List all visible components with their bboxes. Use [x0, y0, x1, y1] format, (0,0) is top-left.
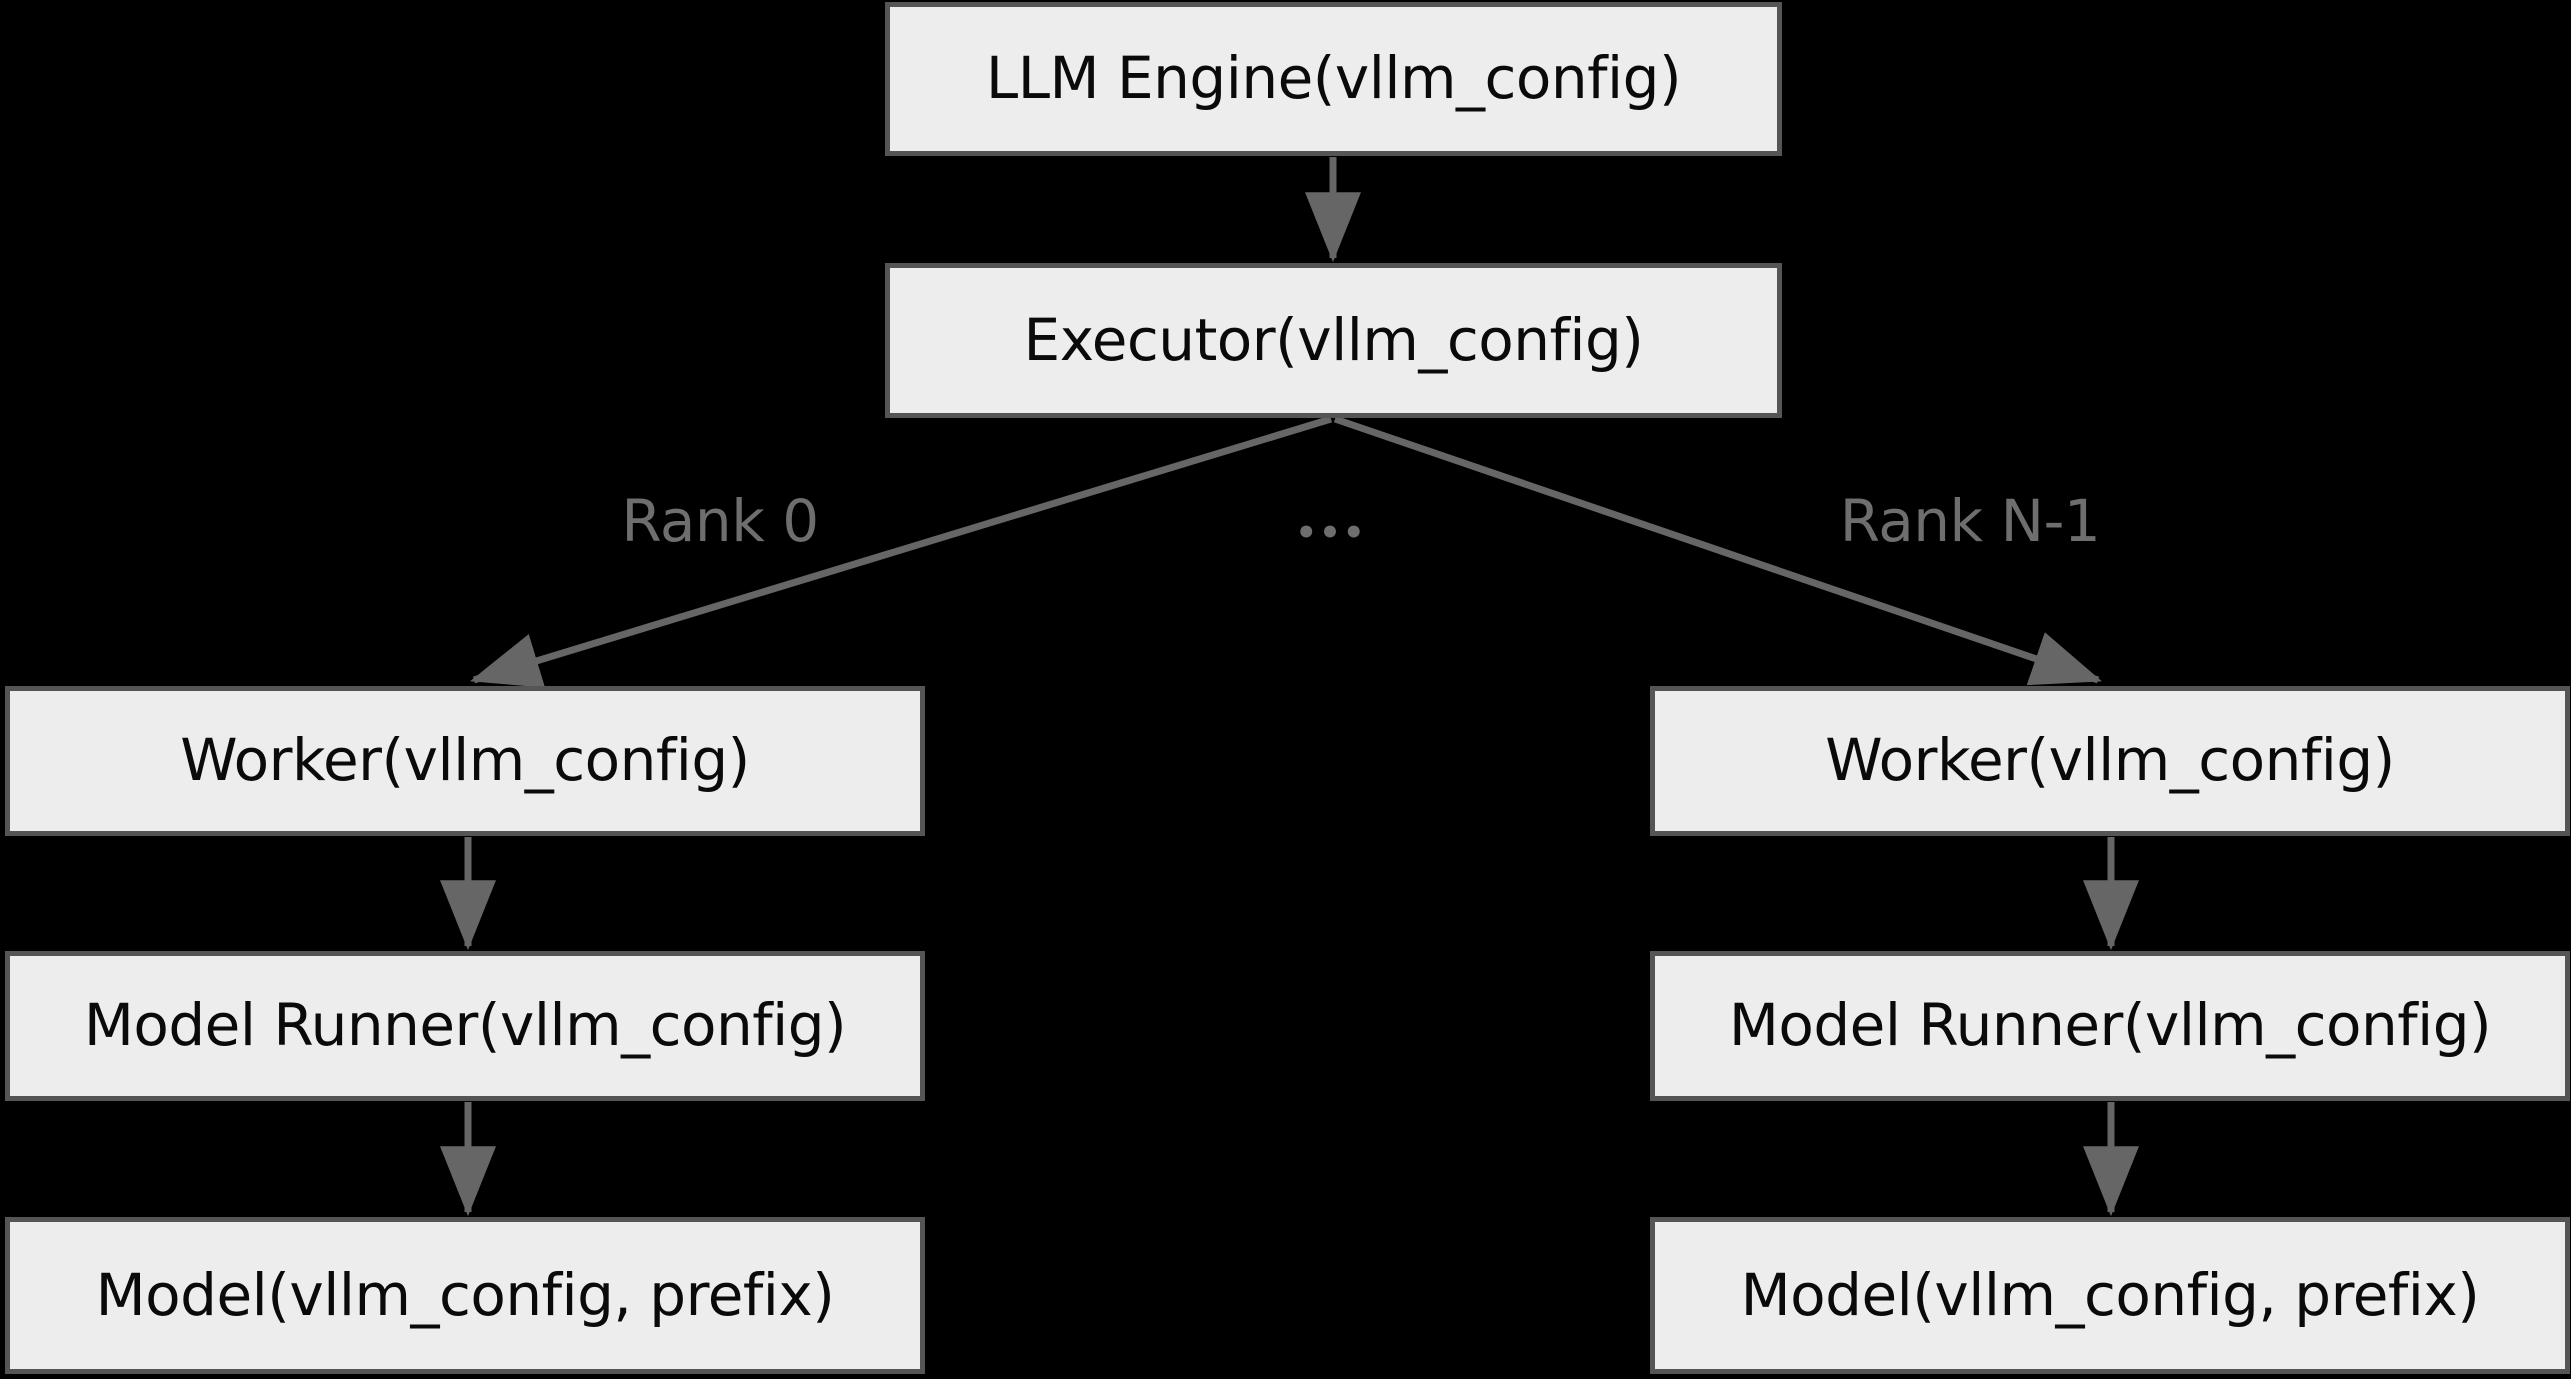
- node-worker-rank-0-label: Worker(vllm_config): [180, 726, 750, 795]
- edge-label-rank-n-minus-1: Rank N-1: [1839, 487, 2101, 555]
- node-model-runner-rank-0[interactable]: Model Runner(vllm_config): [5, 951, 925, 1101]
- node-executor[interactable]: Executor(vllm_config): [885, 263, 1782, 418]
- node-model-rank-0-label: Model(vllm_config, prefix): [95, 1260, 835, 1329]
- node-llm-engine[interactable]: LLM Engine(vllm_config): [885, 2, 1782, 156]
- edge-label-ellipsis: •••: [1295, 513, 1367, 553]
- node-model-runner-rank-n-minus-1[interactable]: Model Runner(vllm_config): [1650, 951, 2570, 1101]
- node-model-runner-rank-0-label: Model Runner(vllm_config): [83, 991, 847, 1060]
- edge-executor-to-worker-rank0: [469, 415, 1333, 688]
- node-model-runner-rank-n-minus-1-label: Model Runner(vllm_config): [1728, 991, 2492, 1060]
- node-worker-rank-n-minus-1-label: Worker(vllm_config): [1825, 726, 2395, 795]
- node-executor-label: Executor(vllm_config): [1023, 305, 1644, 374]
- node-worker-rank-0[interactable]: Worker(vllm_config): [5, 686, 925, 836]
- node-model-rank-n-minus-1[interactable]: Model(vllm_config, prefix): [1650, 1217, 2570, 1374]
- edge-label-rank-0: Rank 0: [621, 487, 819, 555]
- node-llm-engine-label: LLM Engine(vllm_config): [985, 44, 1682, 113]
- node-worker-rank-n-minus-1[interactable]: Worker(vllm_config): [1650, 686, 2570, 836]
- node-model-rank-0[interactable]: Model(vllm_config, prefix): [5, 1217, 925, 1374]
- node-model-rank-n-minus-1-label: Model(vllm_config, prefix): [1740, 1260, 2480, 1329]
